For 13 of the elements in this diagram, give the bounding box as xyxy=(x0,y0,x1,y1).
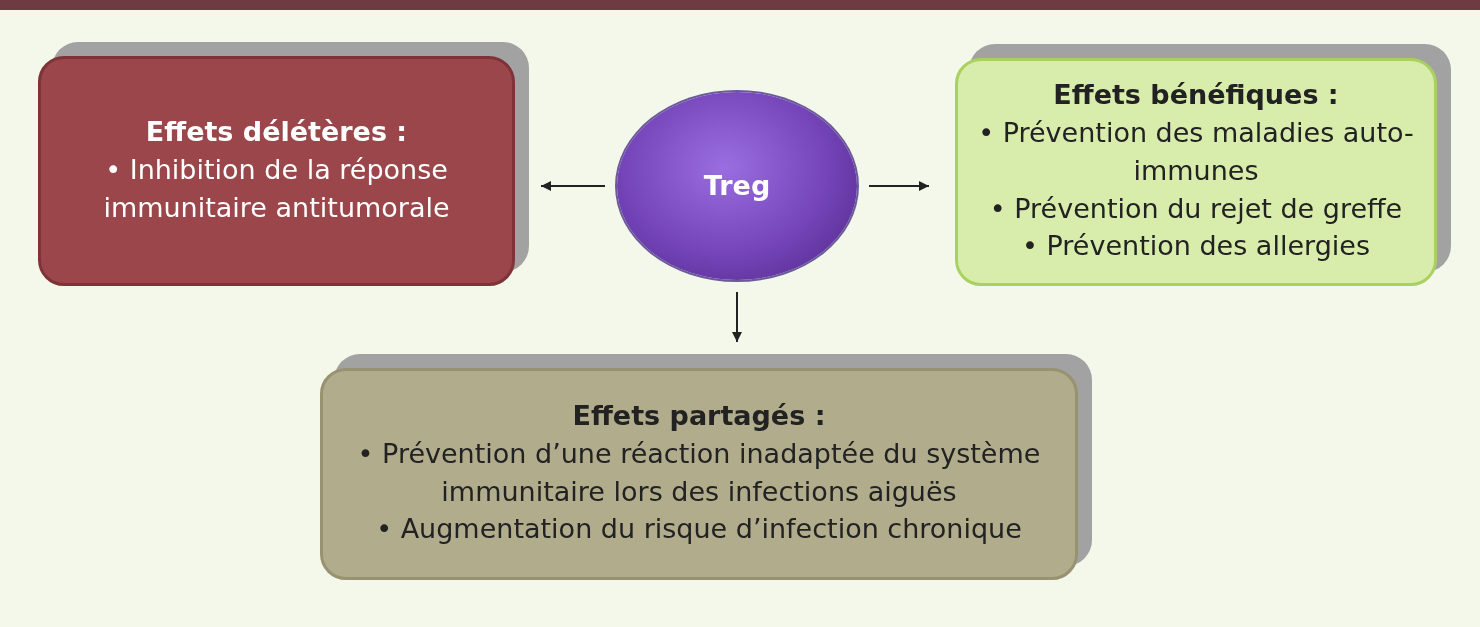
card-heading: Effets partagés : xyxy=(572,399,826,431)
bullet-item: • Inhibition de la réponse immunitaire antitumorale xyxy=(102,152,451,225)
bullet-item: • Prévention des maladies auto-immunes xyxy=(977,115,1415,188)
card-heading: Effets délétères : xyxy=(145,115,408,147)
bullet-item: • Prévention du rejet de greffe xyxy=(989,191,1403,226)
node-label: Treg xyxy=(703,169,771,204)
bullet-item: • Prévention des allergies xyxy=(1022,229,1370,264)
card-heading: Effets bénéfiques : xyxy=(1053,78,1339,110)
arrow xyxy=(540,181,606,191)
arrow xyxy=(732,291,742,343)
arrow xyxy=(868,181,930,191)
bullet-item: • Prévention d’une réaction inadaptée du système immunitaire lors des infections aiguës xyxy=(356,436,1042,509)
bullet-item: • Augmentation du risque d’infection chronique xyxy=(376,512,1022,547)
